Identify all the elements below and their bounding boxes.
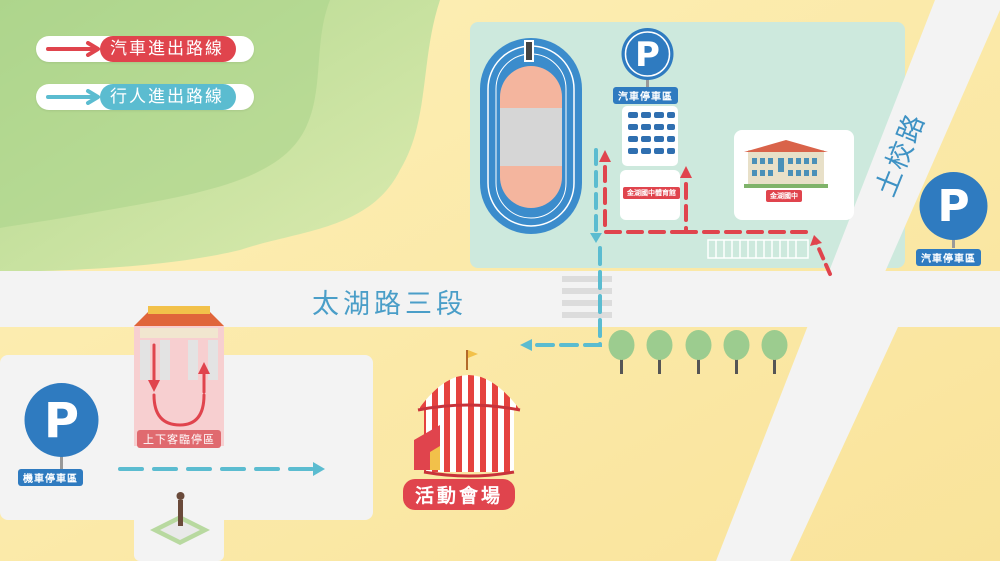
circus-tent-icon [414,350,521,478]
red-arrow-icon [46,41,100,57]
legend-pedestrian-route-label: 行人進出路線 [100,84,236,110]
car-parking-road-label: 汽車停車區 [916,249,981,266]
legend-car-route: 汽車進出路線 [36,36,254,62]
svg-text:P: P [635,35,660,75]
tree-icon [608,330,788,374]
school-label: 金湖國中 [766,190,802,202]
pedestrian-route [118,148,602,476]
car-parking-school-label: 汽車停車區 [613,87,678,104]
legend-pedestrian-route: 行人進出路線 [36,84,254,110]
dropoff-zone-label: 上下客臨停區 [137,430,221,448]
dropoff-zone [134,306,224,446]
event-venue-label: 活動會場 [403,479,516,510]
gym-label: 金湖國中體育館 [623,187,680,199]
statue-icon [150,492,210,545]
parked-cars [622,106,678,166]
legend-car-route-label: 汽車進出路線 [100,36,236,62]
building-icon [734,130,854,220]
scooter-parking-label: 機車停車區 [18,469,83,486]
svg-text:P: P [937,181,969,232]
school-fence [707,239,809,259]
running-track-icon [480,38,582,234]
side-road [716,0,1000,561]
main-road-label: 太湖路三段 [312,289,467,320]
car-route [148,150,832,427]
crosswalk [562,276,612,318]
svg-text:P: P [44,393,79,449]
side-road-lower [735,327,898,561]
blue-arrow-icon [46,89,100,105]
parking-sign-icon: P P P [24,28,988,471]
